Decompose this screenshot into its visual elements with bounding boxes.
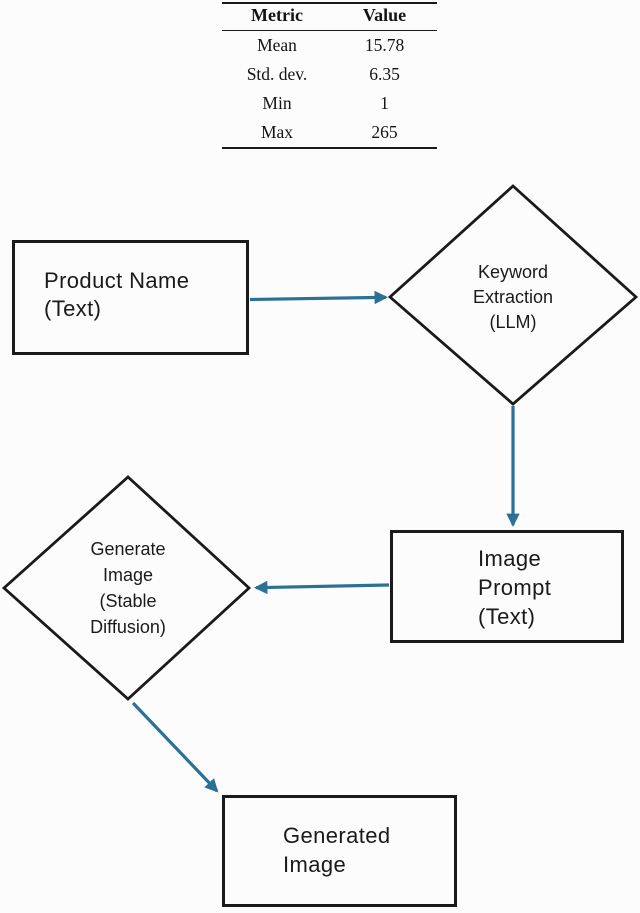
- node-generated-image-label: Generated Image: [283, 823, 391, 877]
- arrow-prompt-to-generate: [253, 580, 390, 595]
- node-generate-image-diamond: [1, 475, 252, 701]
- table-header-value: Value: [332, 3, 437, 31]
- table-row: Min 1: [222, 89, 437, 118]
- arrow-product-to-keyword: [249, 290, 389, 305]
- metrics-table: Metric Value Mean 15.78 Std. dev. 6.35 M…: [222, 2, 437, 149]
- metric-cell: Min: [262, 93, 292, 113]
- arrow-generate-to-generated: [131, 701, 219, 793]
- node-keyword-extraction-label: Keyword Extraction (LLM): [472, 262, 554, 332]
- value-cell: 265: [371, 122, 398, 142]
- table-header-row: Metric Value: [222, 3, 437, 31]
- node-keyword-extraction-diamond: [387, 184, 639, 406]
- node-product-name-box: [12, 240, 249, 355]
- node-product-name-label: Product Name (Text): [44, 268, 190, 321]
- table-row: Max 265: [222, 118, 437, 148]
- value-cell: 15.78: [364, 35, 405, 55]
- table-row: Std. dev. 6.35: [222, 60, 437, 89]
- node-generate-image-label: Generate Image (Stable Diffusion): [90, 539, 166, 637]
- node-image-prompt-box: [390, 530, 624, 643]
- node-generated-image-box: [222, 795, 457, 907]
- metric-cell: Mean: [257, 35, 297, 55]
- table-header-metric: Metric: [222, 3, 332, 31]
- table-row: Mean 15.78: [222, 31, 437, 61]
- metric-cell: Std. dev.: [246, 64, 308, 84]
- value-cell: 6.35: [369, 64, 400, 84]
- value-cell: 1: [380, 93, 389, 113]
- metric-cell: Max: [260, 122, 294, 142]
- node-image-prompt-label: Image Prompt (Text): [478, 546, 552, 629]
